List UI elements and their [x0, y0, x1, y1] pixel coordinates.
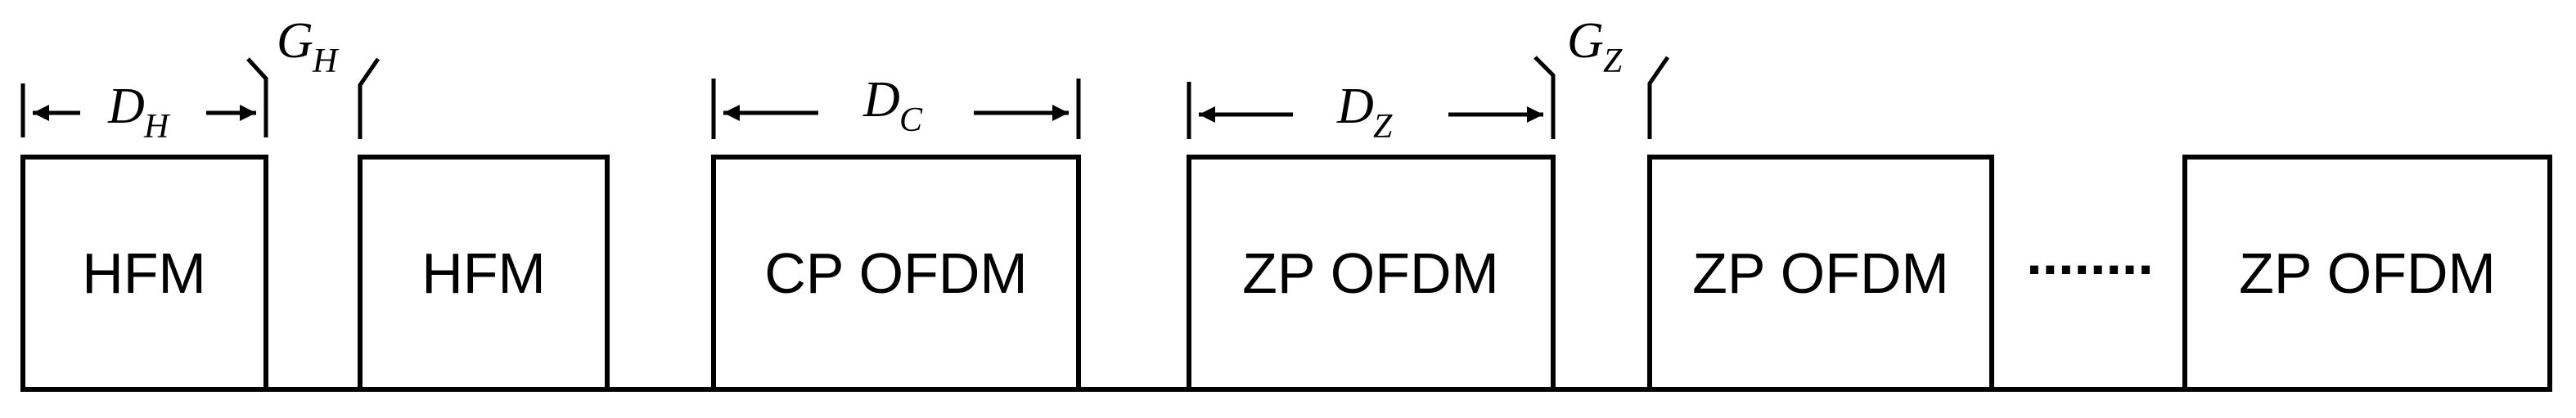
arrow-left-head-icon — [1199, 106, 1215, 123]
block-frame — [2182, 155, 2552, 392]
ellipsis: ........ — [2026, 222, 2154, 286]
block-label: ZP OFDM — [2239, 241, 2496, 305]
block-zp-ofdm-1: ZP OFDM — [1187, 155, 1556, 392]
block-label: ZP OFDM — [1692, 241, 1949, 305]
gap-tick-left — [1533, 56, 1556, 139]
label-sub: H — [143, 108, 171, 146]
block-hfm-2: HFM — [358, 155, 610, 392]
gap-tick-right — [358, 57, 381, 139]
block-frame — [711, 155, 1081, 392]
block-zp-ofdm-3: ZP OFDM — [2182, 155, 2552, 392]
block-label: CP OFDM — [764, 241, 1028, 305]
gap-g-h: G H — [246, 13, 381, 139]
arrow-right-head-icon — [1527, 106, 1543, 123]
block-zp-ofdm-2: ZP OFDM — [1647, 155, 1994, 392]
label-main: G — [1567, 13, 1604, 69]
arrow-left-head-icon — [33, 105, 49, 121]
label-sub: Z — [1603, 43, 1623, 80]
arrow-right-head-icon — [1052, 105, 1069, 121]
label-main: G — [277, 13, 313, 69]
block-label: HFM — [421, 241, 546, 305]
gap-tick-left — [246, 57, 268, 137]
dimension-d-h: D H — [20, 79, 268, 146]
label-sub: H — [312, 43, 340, 80]
block-label: HFM — [82, 241, 206, 305]
block-frame — [1187, 155, 1556, 392]
block-frame — [20, 155, 268, 392]
block-hfm-1: HFM — [20, 155, 268, 392]
label-main: D — [1336, 79, 1374, 134]
arrow-left-head-icon — [723, 105, 740, 121]
label-main: D — [107, 79, 145, 134]
block-label: ZP OFDM — [1242, 241, 1499, 305]
gap-tick-right — [1647, 56, 1670, 139]
arrow-right-head-icon — [240, 105, 256, 121]
block-cp-ofdm: CP OFDM — [711, 155, 1081, 392]
dimension-d-z: D Z — [1187, 79, 1543, 146]
block-frame — [358, 155, 610, 392]
dimension-d-c: D C — [711, 72, 1081, 139]
label-main: D — [862, 72, 900, 128]
label-sub: Z — [1373, 108, 1393, 146]
label-sub: C — [899, 101, 923, 139]
gap-g-z: G Z — [1533, 13, 1670, 139]
block-frame — [1647, 155, 1994, 392]
